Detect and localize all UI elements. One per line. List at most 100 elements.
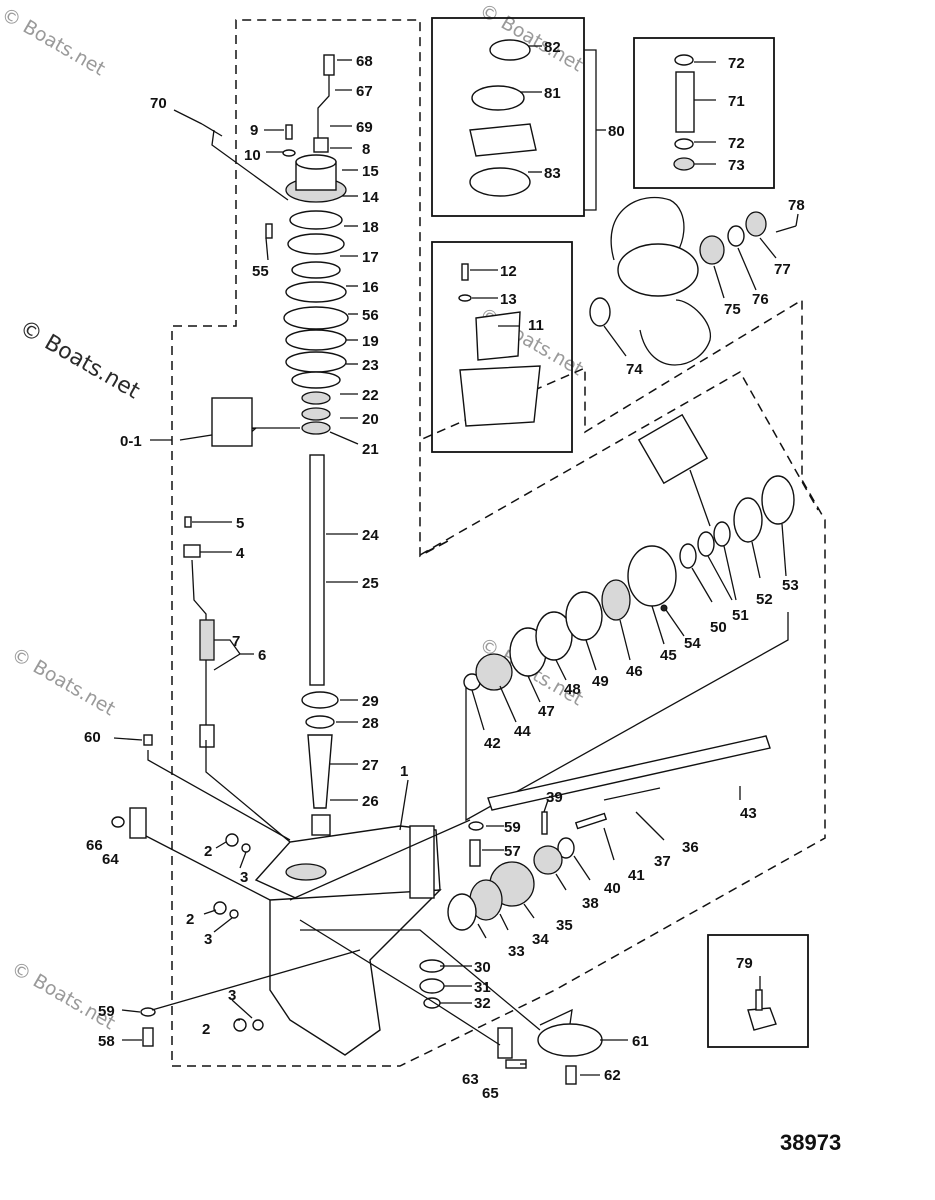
trim-tab-61 [537, 1023, 603, 1057]
label-66: 66 [86, 837, 103, 854]
bushing [313, 137, 329, 153]
label-74: 74 [626, 361, 643, 378]
label-10: 10 [244, 147, 261, 164]
label-2c: 2 [202, 1021, 210, 1038]
label-52: 52 [756, 591, 773, 608]
impeller-18 [291, 261, 341, 279]
screw-12 [461, 263, 469, 281]
propeller-hub [617, 243, 699, 297]
clamp-pin [323, 54, 335, 76]
gear-44 [475, 653, 513, 691]
label-22: 22 [362, 387, 379, 404]
ring-48 [535, 611, 573, 661]
label-8: 8 [362, 141, 370, 158]
label-82: 82 [544, 39, 561, 56]
seal-detail-inset-left [211, 397, 253, 447]
cotter-78 [775, 225, 797, 233]
label-25: 25 [362, 575, 379, 592]
label-81: 81 [544, 85, 561, 102]
label-18: 18 [362, 219, 379, 236]
label-34: 34 [532, 931, 549, 948]
label-72a: 72 [728, 55, 745, 72]
part-labels: 68 67 70 69 9 8 10 15 14 18 55 17 16 56 … [84, 39, 805, 1102]
label-65: 65 [482, 1085, 499, 1102]
label-26: 26 [362, 793, 379, 810]
washer-59a [140, 1007, 156, 1017]
gasket-16 [283, 306, 349, 330]
nut-53 [761, 475, 795, 525]
label-40: 40 [604, 880, 621, 897]
plate-14 [287, 233, 345, 255]
label-3a: 3 [240, 869, 248, 886]
bearing-46 [601, 579, 631, 621]
label-38: 38 [582, 895, 599, 912]
label-21: 21 [362, 441, 379, 458]
label-60: 60 [84, 729, 101, 746]
screw-9 [285, 124, 293, 140]
label-0-1: 0-1 [120, 433, 142, 450]
spring-36 [603, 787, 661, 801]
pin-39 [541, 811, 548, 835]
screw-62 [565, 1065, 577, 1085]
label-36: 36 [682, 839, 699, 856]
label-6: 6 [258, 647, 266, 664]
seal-detail-inset [637, 413, 709, 485]
pickup-box [633, 37, 775, 189]
label-48: 48 [564, 681, 581, 698]
clip-40 [557, 837, 575, 859]
nut-77 [745, 211, 767, 237]
label-20: 20 [362, 411, 379, 428]
label-44: 44 [514, 723, 531, 740]
label-5: 5 [236, 515, 244, 532]
label-79: 79 [736, 955, 753, 972]
label-77: 77 [774, 261, 791, 278]
gasket-15 [289, 210, 343, 230]
clip-70 [201, 123, 223, 137]
pin-54 [660, 604, 668, 612]
anode-stem [755, 989, 763, 1011]
label-2a: 2 [204, 843, 212, 860]
washer-13 [458, 294, 472, 302]
label-16: 16 [362, 279, 379, 296]
o-ring-72a [674, 54, 694, 66]
label-54: 54 [684, 635, 701, 652]
driveshaft-stack [283, 54, 349, 836]
driveshaft [309, 454, 325, 686]
propeller-assembly [589, 196, 797, 366]
label-51: 51 [732, 607, 749, 624]
plate-63 [497, 1027, 513, 1059]
label-30: 30 [474, 959, 491, 976]
seal-50 [679, 543, 697, 569]
oil-plug-area [285, 863, 327, 881]
spacer-75 [699, 235, 725, 265]
label-75: 75 [724, 301, 741, 318]
shim-28 [305, 715, 335, 729]
pin-55 [265, 223, 273, 239]
pickup-11 [475, 311, 521, 361]
label-13: 13 [500, 291, 517, 308]
label-41: 41 [628, 867, 645, 884]
label-39: 39 [546, 789, 563, 806]
screw-2a [225, 833, 239, 847]
housing-fin [409, 825, 435, 899]
ring-49 [565, 591, 603, 641]
label-24: 24 [362, 527, 379, 544]
seal-51b [713, 521, 731, 547]
screw-31 [419, 978, 445, 994]
label-19: 19 [362, 333, 379, 350]
gear-assembly-boundary [419, 370, 819, 556]
washer-3b [229, 909, 239, 919]
label-45: 45 [660, 647, 677, 664]
gasket-19 [285, 351, 347, 373]
washer-66 [111, 816, 125, 828]
label-37: 37 [654, 853, 671, 870]
label-31: 31 [474, 979, 491, 996]
label-23: 23 [362, 357, 379, 374]
screw-2c [233, 1018, 247, 1032]
label-57: 57 [504, 843, 521, 860]
label-7: 7 [232, 633, 240, 650]
gearcase-assembly-boundary [171, 19, 826, 1067]
drawing-number: 38973 [780, 1130, 841, 1155]
seal-20 [301, 407, 331, 421]
screw-2b [213, 901, 227, 915]
